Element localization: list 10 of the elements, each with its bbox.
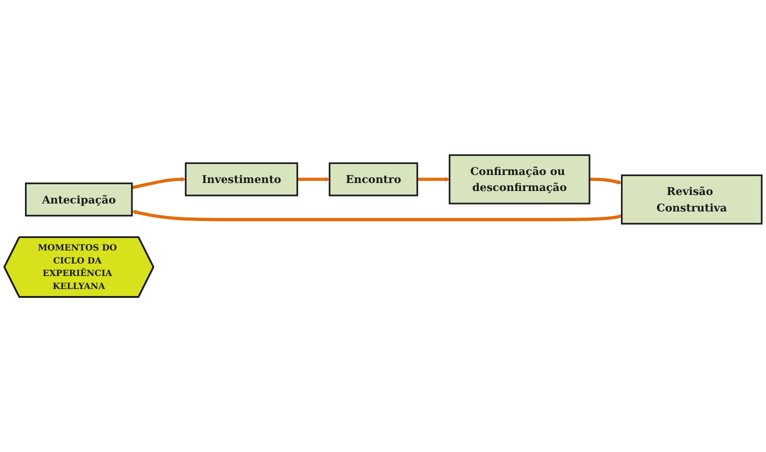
- arrow: [132, 210, 622, 222]
- arrow: [589, 178, 622, 184]
- arrow: [132, 176, 186, 190]
- arrow: [417, 176, 450, 182]
- node-box: Encontro: [328, 162, 418, 196]
- node-box: Antecipação: [24, 182, 133, 216]
- node-box: Confirmação ou desconfirmação: [448, 154, 590, 204]
- node-box: Investimento: [184, 162, 298, 196]
- node-box: Revisão Construtiva: [620, 174, 762, 225]
- arrow: [297, 176, 330, 182]
